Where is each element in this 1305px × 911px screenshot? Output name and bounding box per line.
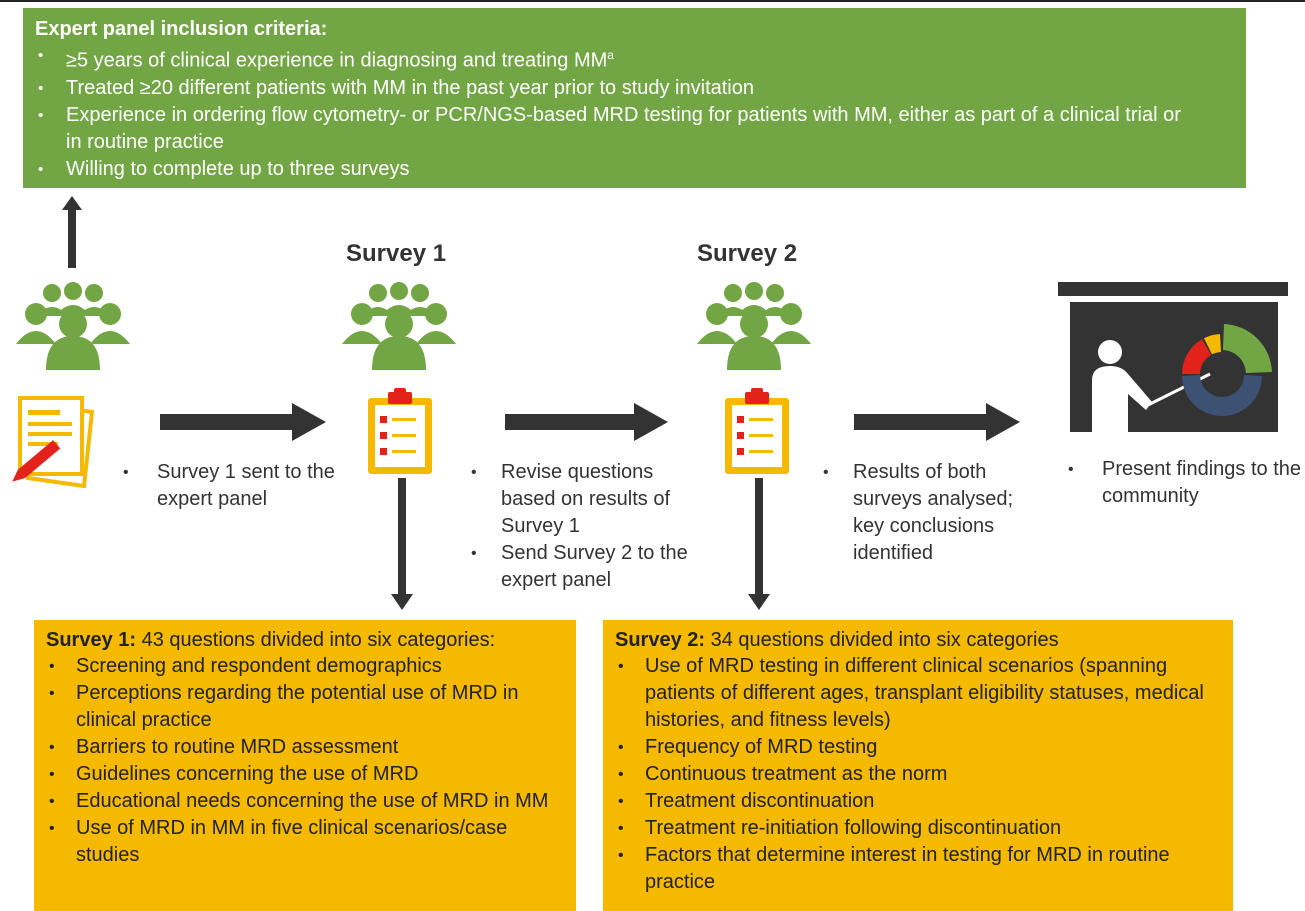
inclusion-criteria-box: Expert panel inclusion criteria: ≥5 year… (23, 8, 1246, 188)
list-item: Frequency of MRD testing (615, 734, 1223, 761)
presenter-icon (1058, 282, 1288, 432)
criteria-item: Treated ≥20 different patients with MM i… (35, 75, 1234, 102)
survey1-box: Survey 1: 43 questions divided into six … (34, 620, 576, 911)
step-analyse: •Results of both surveys analysed; key c… (823, 461, 1014, 564)
list-item: Factors that determine interest in testi… (615, 842, 1223, 896)
survey2-categories: Use of MRD testing in different clinical… (615, 653, 1223, 896)
clipboard-icon (725, 388, 789, 474)
arrow-right-icon (505, 403, 668, 441)
clipboard-icon (368, 388, 432, 474)
criteria-item: Willing to complete up to three surveys (35, 156, 1234, 183)
survey2-heading: Survey 2 (697, 240, 798, 267)
list-item: Continuous treatment as the norm (615, 761, 1223, 788)
list-item: Use of MRD in MM in five clinical scenar… (46, 815, 566, 869)
arrow-right-icon (854, 403, 1020, 441)
step-present: •Present findings to the community (1068, 458, 1302, 507)
list-item: Perceptions regarding the potential use … (46, 680, 566, 734)
arrow-down-icon (748, 478, 770, 610)
arrow-right-icon (160, 403, 326, 441)
survey1-box-title: Survey 1: 43 questions divided into six … (46, 629, 496, 651)
survey1-categories: Screening and respondent demographics Pe… (46, 653, 566, 869)
arrow-down-icon (391, 478, 413, 610)
step-revise: •Revise questions based on results of Su… (471, 461, 688, 591)
list-item: Use of MRD testing in different clinical… (615, 653, 1223, 734)
list-item: Guidelines concerning the use of MRD (46, 761, 566, 788)
list-item: Treatment re-initiation following discon… (615, 815, 1223, 842)
criteria-list: ≥5 years of clinical experience in diagn… (35, 42, 1234, 183)
group-icon (697, 282, 811, 370)
document-pencil-icon (12, 396, 95, 489)
group-icon (16, 282, 130, 370)
criteria-item: Experience in ordering flow cytometry- o… (35, 102, 1234, 156)
survey1-heading: Survey 1 (346, 240, 447, 267)
group-icon (342, 282, 456, 370)
survey2-box-title: Survey 2: 34 questions divided into six … (615, 629, 1059, 651)
criteria-item: ≥5 years of clinical experience in diagn… (35, 42, 1234, 75)
arrow-up-icon (62, 196, 82, 268)
list-item: Treatment discontinuation (615, 788, 1223, 815)
criteria-title: Expert panel inclusion criteria: (35, 18, 328, 40)
step-send-survey1: •Survey 1 sent to the expert panel (123, 461, 335, 510)
list-item: Screening and respondent demographics (46, 653, 566, 680)
list-item: Barriers to routine MRD assessment (46, 734, 566, 761)
survey2-box: Survey 2: 34 questions divided into six … (603, 620, 1233, 911)
top-rule (0, 0, 1305, 2)
list-item: Educational needs concerning the use of … (46, 788, 566, 815)
footnote-marker: a (607, 48, 614, 62)
